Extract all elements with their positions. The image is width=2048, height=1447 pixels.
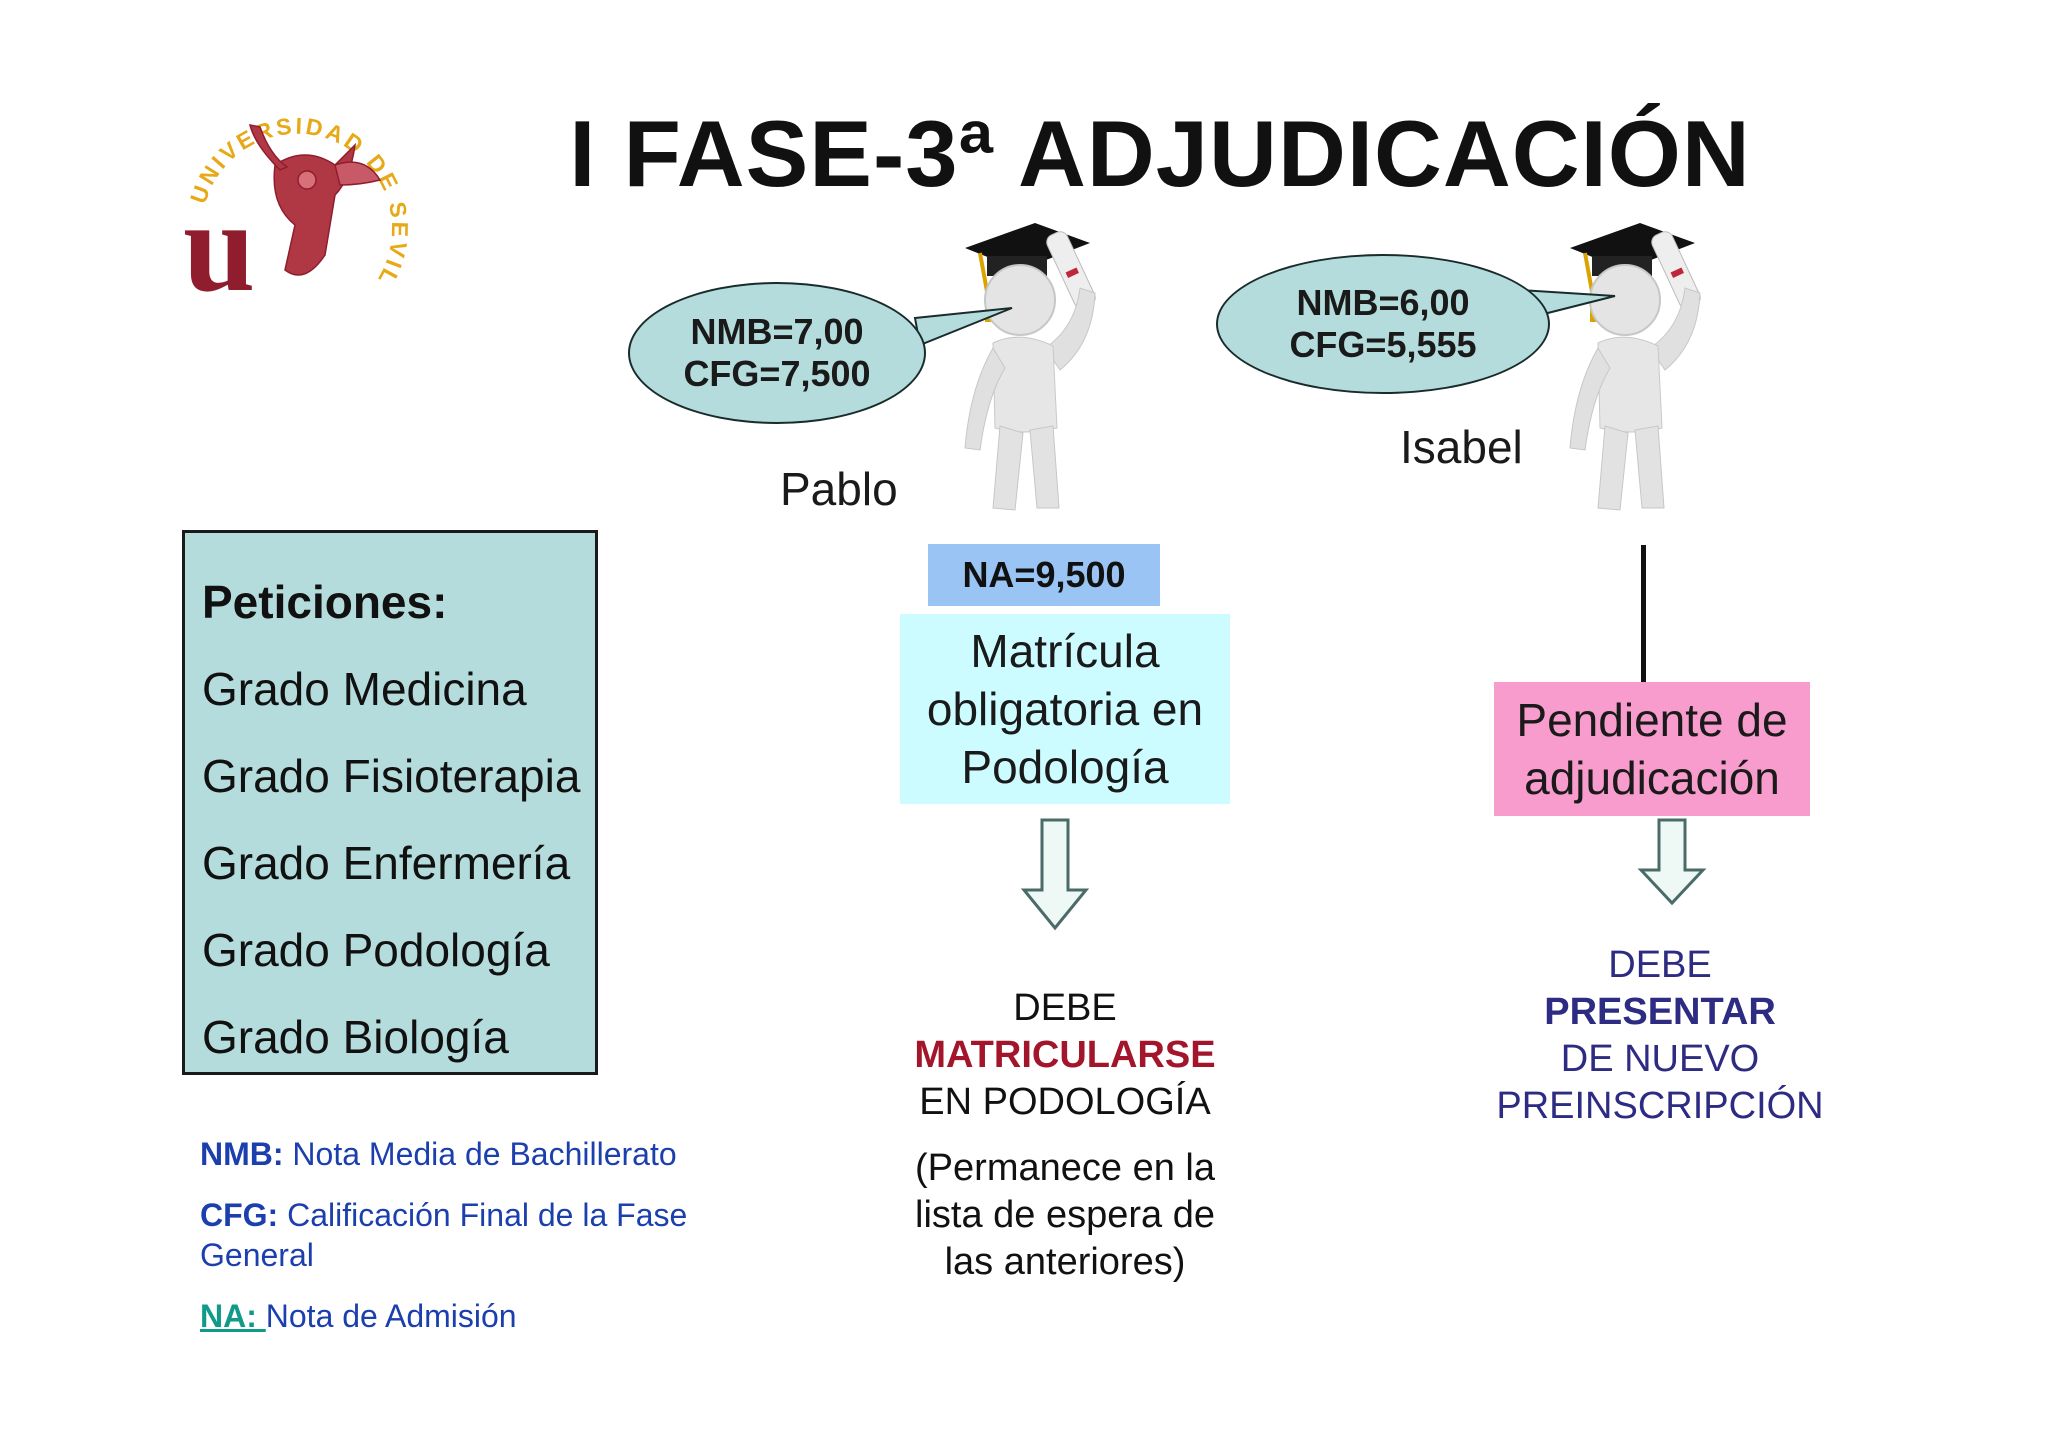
nmb-value-isabel: NMB=6,00: [1296, 282, 1470, 323]
result-line: DEBE: [1608, 944, 1712, 986]
speech-bubble-isabel: NMB=6,00 CFG=5,555: [1216, 254, 1550, 394]
waitlist-note: (Permanece en la lista de espera de las …: [865, 1145, 1265, 1286]
nmb-value-pablo: NMB=7,00: [690, 311, 864, 352]
cfg-value-pablo: CFG=7,500: [683, 353, 871, 394]
legend-text: Nota Media de Bachillerato: [283, 1136, 677, 1172]
student-name-pablo: Pablo: [780, 463, 898, 515]
speech-bubble-pablo: NMB=7,00 CFG=7,500: [628, 282, 926, 424]
status-line: Pendiente de: [1516, 694, 1788, 746]
request-item: Grado Podología: [202, 924, 550, 976]
result-text-pablo: DEBE MATRICULARSE EN PODOLOGÍA: [865, 985, 1265, 1126]
legend-na: NA: Nota de Admisión: [200, 1296, 720, 1336]
request-item: Grado Medicina: [202, 663, 527, 715]
legend-key: NMB:: [200, 1136, 284, 1172]
request-item: Grado Biología: [202, 1011, 509, 1063]
note-line: las anteriores): [944, 1241, 1186, 1283]
university-logo: UNIVERSIDAD DE SEVILLA u: [165, 64, 435, 319]
note-line: lista de espera de: [915, 1194, 1215, 1236]
cfg-value-isabel: CFG=5,555: [1289, 324, 1477, 365]
legend-nmb: NMB: Nota Media de Bachillerato: [200, 1134, 720, 1174]
logo-letter: u: [183, 175, 255, 315]
result-line: PREINSCRIPCIÓN: [1496, 1085, 1824, 1127]
status-line: Matrícula: [970, 625, 1160, 677]
status-box-pablo: Matrícula obligatoria en Podología: [900, 614, 1230, 804]
result-text-isabel: DEBE PRESENTAR DE NUEVO PREINSCRIPCIÓN: [1460, 942, 1860, 1130]
status-line: adjudicación: [1524, 752, 1780, 804]
bubble-tail-pablo: [913, 307, 1013, 347]
status-line: obligatoria en: [926, 683, 1204, 735]
legend-text: Nota de Admisión: [265, 1298, 517, 1334]
student-name-isabel: Isabel: [1400, 421, 1523, 473]
admission-grade-box: NA=9,500: [928, 544, 1160, 606]
result-emphasis: PRESENTAR: [1544, 991, 1776, 1033]
legend-key: NA:: [200, 1298, 266, 1334]
down-arrow-icon: [1020, 818, 1090, 931]
status-box-isabel: Pendiente de adjudicación: [1494, 682, 1810, 816]
legend-cfg: CFG: Calificación Final de la Fase Gener…: [200, 1195, 720, 1275]
request-item: Grado Enfermería: [202, 837, 571, 889]
status-line: Podología: [961, 741, 1169, 793]
graduate-figure-isabel: [1530, 208, 1760, 528]
request-item: Grado Fisioterapia: [202, 750, 581, 802]
legend-key: CFG:: [200, 1197, 279, 1233]
result-emphasis: MATRICULARSE: [914, 1034, 1216, 1076]
note-line: (Permanece en la: [915, 1147, 1215, 1189]
result-line: DEBE: [1013, 987, 1117, 1029]
requests-title: Peticiones:: [202, 576, 448, 628]
connector-line-isabel: [1641, 545, 1646, 685]
result-line: DE NUEVO: [1560, 1038, 1760, 1080]
graduate-person-icon: [1569, 223, 1701, 511]
result-line: EN PODOLOGÍA: [919, 1081, 1211, 1123]
down-arrow-icon: [1637, 818, 1707, 906]
requests-box: Peticiones: Grado Medicina Grado Fisiote…: [182, 530, 598, 1075]
legend-text: Calificación Final de la Fase General: [200, 1197, 688, 1273]
page-title: I FASE-3ª ADJUDICACIÓN: [569, 101, 1751, 206]
